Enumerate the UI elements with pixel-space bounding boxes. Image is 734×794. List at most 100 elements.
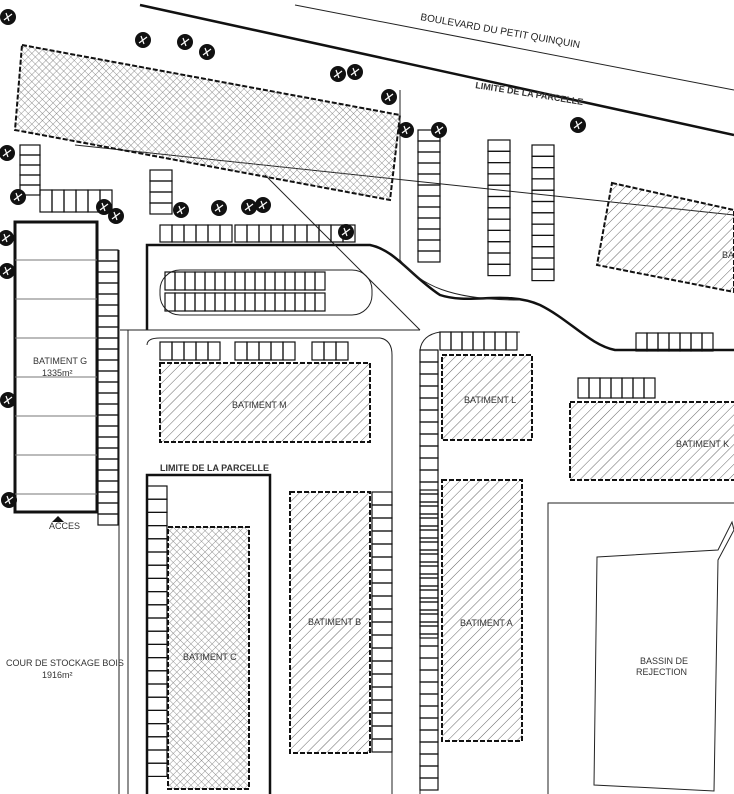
tree-icon-mark	[99, 202, 109, 212]
diagonal-network-line	[264, 174, 421, 331]
parking-space	[487, 263, 511, 277]
parking-space	[487, 241, 511, 254]
parking-space	[195, 341, 209, 361]
parking-space	[19, 154, 41, 166]
parking-space	[146, 524, 168, 540]
parking-space	[531, 246, 555, 259]
parking-space	[577, 377, 590, 399]
parking-space	[419, 589, 439, 603]
parking-space	[643, 377, 656, 399]
tree-icon-mark	[138, 35, 148, 45]
storage-yard-area: 1916m²	[42, 670, 73, 680]
parking-space	[97, 392, 119, 405]
parking-space	[419, 537, 439, 551]
parking-space	[679, 332, 692, 352]
parking-space	[204, 271, 216, 291]
parking-space	[323, 341, 337, 361]
building-a	[441, 479, 523, 742]
parking-space	[371, 608, 393, 623]
parking-space	[487, 218, 511, 232]
parking-space	[194, 292, 206, 312]
parking-space	[419, 517, 439, 531]
boulevard-edge-north	[294, 4, 734, 91]
parking-space	[19, 144, 41, 156]
parking-space	[146, 749, 168, 764]
parking-space	[149, 191, 173, 204]
parking-space	[97, 381, 119, 394]
parking-space	[419, 421, 439, 435]
parking-space	[146, 630, 168, 646]
tree-icon-mark	[176, 205, 186, 215]
parking-space	[419, 609, 439, 623]
parking-space	[371, 660, 393, 675]
parking-space	[417, 184, 441, 197]
tree-icon-mark	[111, 211, 121, 221]
parking-space	[224, 271, 236, 291]
parking-space	[419, 493, 439, 507]
tree-icon-mark	[333, 69, 343, 79]
parking-space	[19, 164, 41, 176]
parking-space	[371, 595, 393, 610]
storage-yard-label: COUR DE STOCKAGE BOIS	[6, 658, 124, 668]
building-m	[159, 362, 371, 443]
parking-space	[146, 498, 168, 514]
parking-space	[419, 765, 439, 779]
parking-space	[97, 414, 119, 427]
parking-space	[97, 282, 119, 295]
parking-space	[371, 530, 393, 545]
parking-space	[371, 556, 393, 571]
parking-space	[419, 501, 439, 515]
tree-icon-mark	[202, 47, 212, 57]
building-c	[167, 526, 250, 790]
building-k-label: BATIMENT K	[676, 439, 729, 449]
parking-space	[371, 543, 393, 558]
parking-space	[419, 553, 439, 567]
parking-space	[419, 565, 439, 579]
parking-space	[234, 341, 248, 361]
parking-space	[97, 293, 119, 306]
parking-space	[97, 260, 119, 273]
parking-space	[97, 304, 119, 317]
tree-icon-mark	[341, 227, 351, 237]
parking-space	[417, 206, 441, 219]
parking-space	[417, 162, 441, 175]
parking-space	[494, 331, 507, 351]
parking-space	[461, 331, 474, 351]
parking-space	[487, 173, 511, 186]
parking-space	[371, 699, 393, 714]
parking-space	[194, 271, 206, 291]
parking-space	[282, 224, 296, 243]
parking-space	[146, 604, 168, 619]
parking-space	[97, 249, 119, 262]
parking-space	[97, 326, 119, 339]
road-kerb-mid	[146, 337, 393, 794]
parcel-limit-line-north	[139, 3, 734, 137]
tree-icon	[0, 230, 14, 246]
tree-icon-mark	[2, 148, 12, 158]
access-arrow-icon	[52, 516, 64, 522]
parking-space	[419, 633, 439, 647]
parking-space	[371, 686, 393, 701]
parking-space	[487, 195, 511, 209]
parking-space	[97, 315, 119, 328]
parking-space	[371, 673, 393, 688]
parking-space	[164, 292, 176, 312]
parking-space	[419, 777, 439, 791]
parking-space	[621, 377, 634, 399]
tree-icon-mark	[180, 37, 190, 47]
parking-space	[487, 139, 511, 152]
parking-space	[419, 621, 439, 635]
building-l	[441, 354, 533, 441]
parking-space	[419, 481, 439, 495]
parking-space	[294, 271, 306, 291]
parking-space	[371, 517, 393, 532]
tree-icon-mark	[384, 92, 394, 102]
parking-space	[284, 271, 296, 291]
building-top-right	[595, 181, 734, 294]
parking-space	[174, 271, 186, 291]
parking-space	[419, 513, 439, 527]
internal-road-edge-south	[399, 90, 521, 301]
parking-space	[371, 504, 393, 519]
building-g	[13, 220, 99, 514]
parking-space	[146, 722, 168, 738]
